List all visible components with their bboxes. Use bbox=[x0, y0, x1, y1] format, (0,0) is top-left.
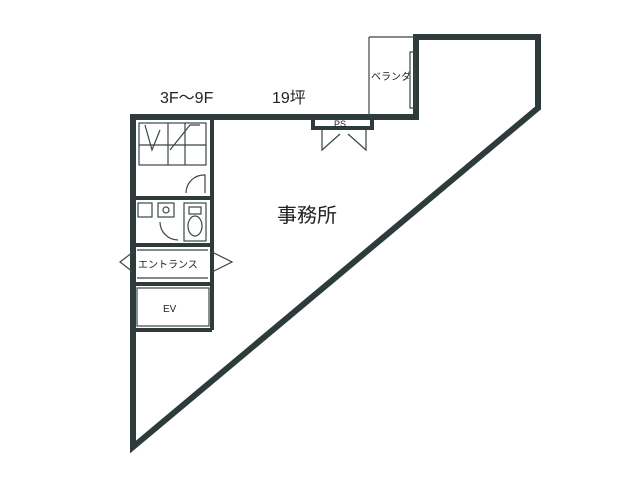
elevator-shaft bbox=[136, 287, 210, 327]
toilet-icon bbox=[183, 202, 207, 242]
elevator-label: EV bbox=[163, 304, 177, 315]
office-label: 事務所 bbox=[277, 204, 337, 227]
ps-wall bbox=[311, 117, 374, 130]
veranda-outline bbox=[368, 36, 416, 117]
ps-label: PS bbox=[334, 119, 346, 129]
core-wall bbox=[133, 117, 214, 332]
veranda-window bbox=[409, 51, 416, 109]
floor-range: 3F～9F bbox=[160, 90, 214, 107]
stairs bbox=[138, 122, 207, 166]
veranda-label: ベランダ bbox=[371, 70, 411, 83]
ps-doors bbox=[321, 130, 367, 152]
entrance-label: エントランス bbox=[138, 259, 198, 271]
sink-icon bbox=[137, 202, 179, 241]
floor-area: 19坪 bbox=[272, 89, 306, 107]
entrance-door bbox=[119, 251, 234, 273]
door-swing bbox=[185, 174, 206, 194]
